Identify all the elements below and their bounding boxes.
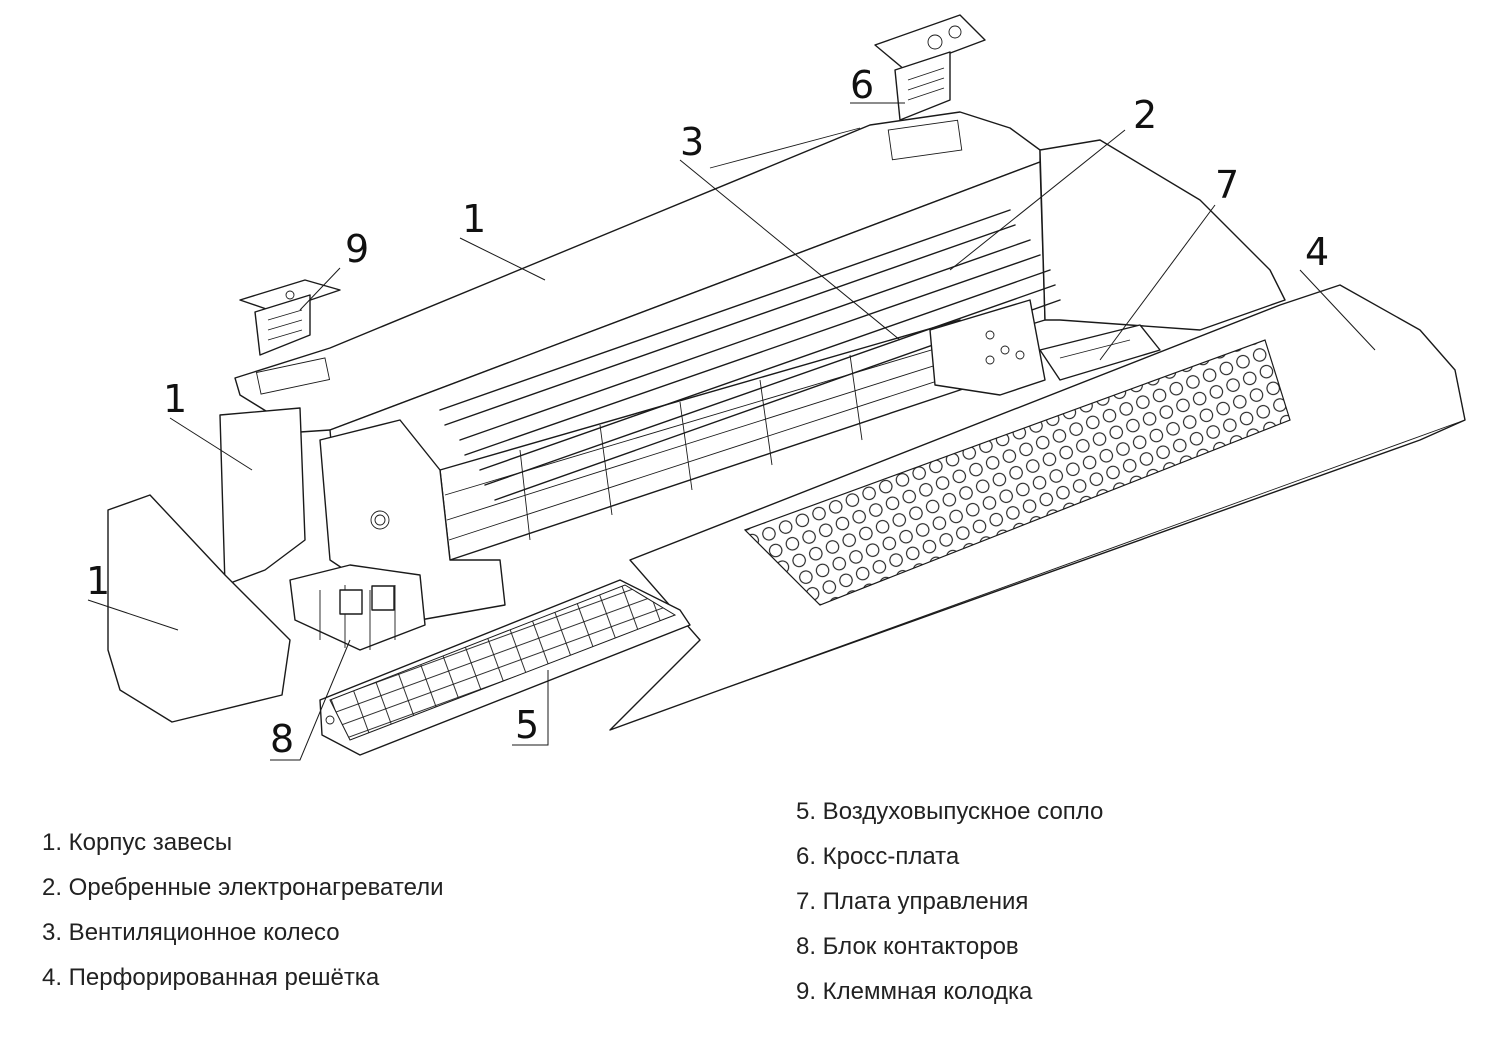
legend-right-column: 5. Воздуховыпускное сопло 6. Кросс-плата… [796,789,1103,1014]
callout-1-cap: 1 [86,559,110,603]
legend-item-3: 3. Вентиляционное колесо [42,919,340,946]
legend-left-column: 1. Корпус завесы 2. Оребренные электрона… [42,820,444,1000]
callout-2: 2 [1133,93,1157,137]
control-board [1039,324,1161,381]
callout-6: 6 [850,63,874,107]
callout-5: 5 [515,703,539,747]
legend-item-2: 2. Оребренные электронагреватели [42,874,444,901]
cross-board [874,14,986,121]
callout-1-top: 1 [462,197,486,241]
callout-9: 9 [345,227,369,271]
callout-3: 3 [680,120,704,164]
legend-item-7: 7. Плата управления [796,888,1029,915]
callout-1-left: 1 [163,377,187,421]
legend-item-9: 9. Клеммная колодка [796,978,1033,1005]
terminal-block [239,279,341,356]
legend-item-5: 5. Воздуховыпускное сопло [796,798,1104,825]
exploded-view-drawing: 1 1 1 2 3 4 5 6 7 8 9 [86,14,1466,761]
callout-7: 7 [1215,163,1239,207]
legend-item-4: 4. Перфорированная решётка [42,964,380,991]
contactor-block [289,564,426,651]
callout-8: 8 [270,717,294,761]
callout-4: 4 [1305,230,1329,274]
legend-item-8: 8. Блок контакторов [796,933,1019,960]
right-end-shroud [1039,139,1286,331]
housing-left-wall [219,407,306,586]
right-bracket-plate [929,299,1046,396]
legend-item-6: 6. Кросс-плата [796,843,960,870]
housing-top-hatch [887,119,963,161]
left-end-cap [107,494,291,723]
legend-item-1: 1. Корпус завесы [42,829,233,856]
perforated-grille-mesh [743,339,1291,606]
air-outlet-nozzle-slats [329,584,677,741]
housing-side-hatch [255,357,331,395]
